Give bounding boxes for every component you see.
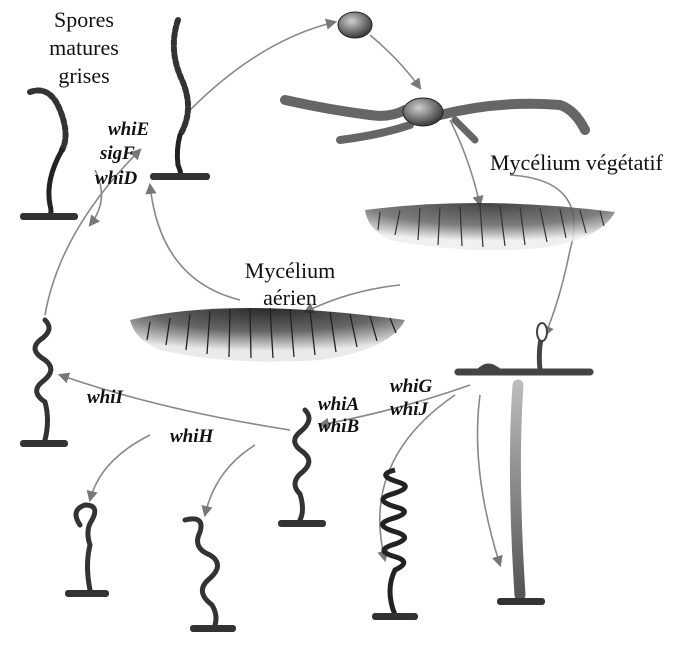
gene-whiD: whiD: [95, 168, 138, 189]
vegetative-mycelium-mat: [365, 203, 615, 250]
label-aerial-line-1: Mycélium: [245, 258, 335, 283]
gene-whiA: whiA: [318, 394, 359, 415]
label-spores-line-3: grises: [58, 63, 109, 88]
label-mature-grey-spores: Spores matures grises: [49, 7, 119, 88]
gene-whiE: whiE: [108, 119, 149, 140]
gene-sigF: sigF: [99, 143, 135, 164]
gene-whiI: whiI: [87, 387, 124, 408]
branching-hypha: [458, 323, 590, 372]
label-vegetative-mycelium: Mycélium végétatif: [490, 150, 664, 175]
mature-spore-chain-left: [20, 90, 78, 220]
arrow-branch-to-long-hypha: [478, 395, 501, 565]
arrow-vegetative-to-aerial: [305, 285, 400, 312]
label-spores-line-1: Spores: [54, 7, 114, 32]
arrow-spores-to-germ-spore: [190, 22, 335, 110]
spore: [338, 12, 372, 38]
arrow-vegetative-to-branch: [510, 175, 574, 335]
gene-labels: whiE sigF whiD whiI whiH whiA whiB whiG …: [87, 119, 433, 447]
arrow-aerial-to-spores: [150, 185, 240, 300]
aborted-coil-hook: [65, 505, 109, 597]
aerial-hypha-coil-whiI: [20, 320, 68, 447]
wavy-hypha: [185, 519, 236, 632]
label-aerial-line-2: aérien: [263, 285, 317, 310]
label-aerial-mycelium: Mycélium aérien: [245, 258, 335, 310]
arrow-whiH-branch-2: [205, 445, 255, 515]
arrow-whiH-branch-1: [90, 435, 150, 500]
label-spores-line-2: matures: [49, 35, 119, 60]
gene-whiB: whiB: [318, 416, 359, 437]
aerial-mycelium-mat: [130, 308, 405, 362]
gene-whiG: whiG: [390, 376, 433, 397]
germinating-hyphae: [285, 98, 585, 140]
arrow-spore-to-germination: [370, 35, 420, 88]
gene-whiH: whiH: [170, 426, 215, 447]
long-aerial-hypha: [497, 385, 545, 605]
tight-spore-coil: [372, 470, 418, 620]
gene-whiJ: whiJ: [390, 399, 429, 420]
